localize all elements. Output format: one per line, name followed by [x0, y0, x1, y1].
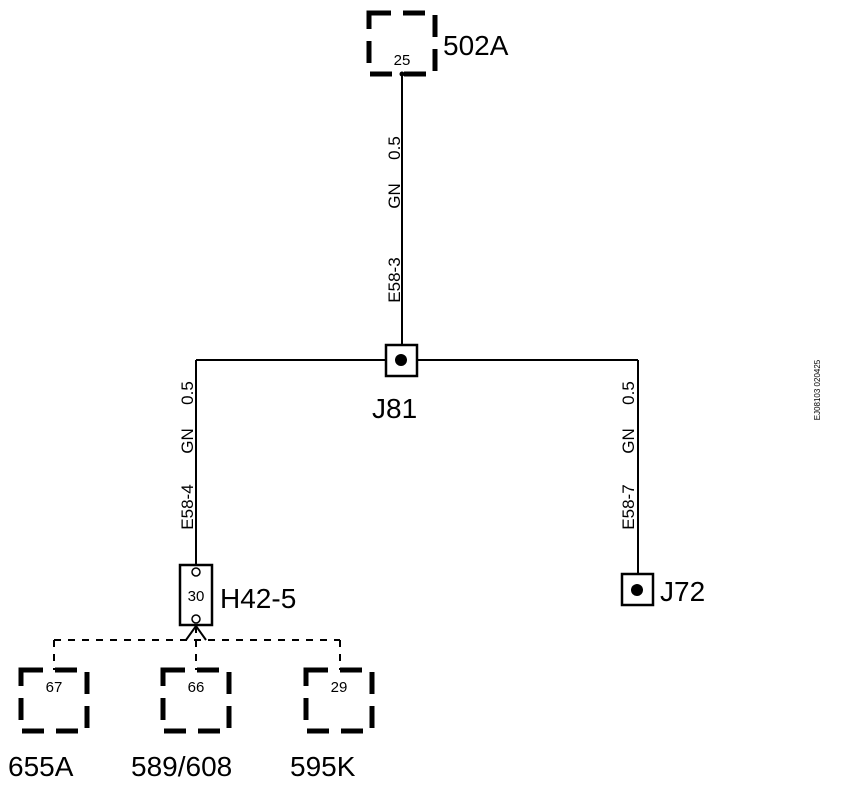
splice-label-j81: J81: [372, 393, 417, 424]
pin-label-67: 67: [46, 679, 63, 696]
wire-label-e58-4: E58-4: [178, 484, 197, 529]
component-label-589-608: 589/608: [131, 751, 232, 782]
branch-split-right: [195, 625, 207, 641]
splice-label-j72: J72: [660, 576, 705, 607]
connector-h42-5[interactable]: 30: [178, 563, 214, 627]
wire-size-e58-3: 0.5: [385, 136, 404, 160]
wire-color-e58-4: GN: [178, 428, 197, 454]
wire-label-e58-7: E58-7: [619, 484, 638, 529]
pin-label-29: 29: [331, 679, 348, 696]
wire-color-e58-7: GN: [619, 428, 638, 454]
component-595k[interactable]: 29: [303, 667, 375, 734]
connector-label-h42-5: H42-5: [220, 583, 296, 614]
component-502a[interactable]: 25: [366, 10, 438, 77]
component-655a[interactable]: 67: [18, 667, 90, 734]
component-589-608[interactable]: 66: [160, 667, 232, 734]
wire-size-e58-4: 0.5: [178, 381, 197, 405]
wire-label-e58-3: E58-3: [385, 257, 404, 302]
drawing-reference: EJ08103 020425: [813, 359, 822, 420]
pin-label-30: 30: [188, 588, 205, 605]
dashed-branch-wires: [53, 626, 341, 670]
splice-j72[interactable]: [620, 572, 655, 607]
component-label-595k: 595K: [290, 751, 356, 782]
wire-size-e58-7: 0.5: [619, 381, 638, 405]
pin-label-25: 25: [394, 52, 411, 69]
branch-split-left: [185, 625, 197, 641]
wire-color-e58-3: GN: [385, 183, 404, 209]
component-label-655a: 655A: [8, 751, 74, 782]
component-label-502a: 502A: [443, 30, 509, 61]
pin-label-66: 66: [188, 679, 205, 696]
splice-j81[interactable]: [384, 343, 419, 378]
